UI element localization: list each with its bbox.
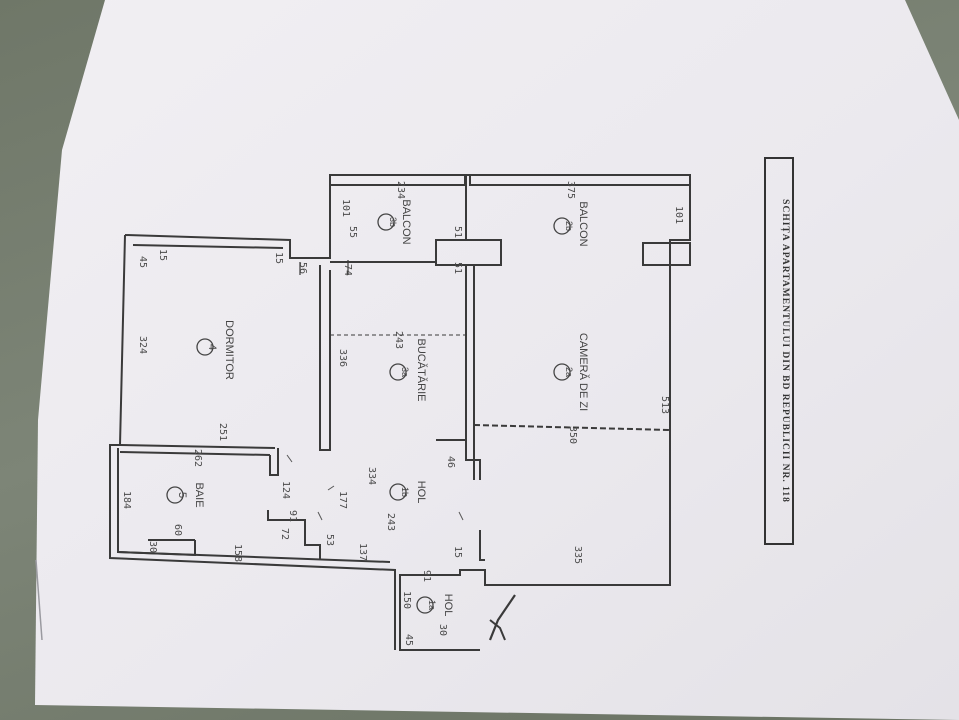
dim-324: 324 xyxy=(137,336,148,354)
dim-15b: 15 xyxy=(157,249,168,261)
dim-55: 55 xyxy=(347,226,358,238)
room-markers xyxy=(166,213,571,614)
dim-101b: 101 xyxy=(673,206,684,224)
dim-150: 150 xyxy=(401,591,412,609)
wall-bath-bottom xyxy=(267,510,321,560)
entry-arrow-2 xyxy=(489,619,506,641)
room-labels: 4 DORMITOR 5 BAIE 3a BUCĂTĂRIE 3b BALCON… xyxy=(176,199,590,616)
room-r1b-name: HOL xyxy=(415,481,427,504)
detail-4 xyxy=(317,511,323,521)
wall-balcon-2b xyxy=(469,174,691,186)
dim-251: 251 xyxy=(217,423,228,441)
room-r3b-name: BALCON xyxy=(400,199,412,244)
wall-left xyxy=(109,234,396,650)
dim-350: 350 xyxy=(567,426,578,444)
dim-243a: 243 xyxy=(393,331,404,349)
dim-335: 335 xyxy=(572,546,583,564)
dim-30b: 30 xyxy=(437,624,448,636)
circle-r3b xyxy=(377,213,395,231)
wall-bedroom-right xyxy=(319,265,331,451)
bath-tub xyxy=(117,540,196,557)
paper-sheet xyxy=(35,0,959,720)
dim-30: 30 xyxy=(147,541,158,553)
dim-45b: 45 xyxy=(137,256,148,268)
detail-2 xyxy=(327,485,335,491)
circle-r1a xyxy=(416,596,434,614)
plan-title: SCHIȚA APARTAMENTULUI DIN BD REPUBLICII … xyxy=(780,199,790,503)
circle-r2a xyxy=(553,363,571,381)
room-r3a-num: 3a xyxy=(400,367,410,377)
dim-137: 137 xyxy=(357,543,368,561)
dim-334: 334 xyxy=(366,467,377,485)
circle-r4 xyxy=(196,338,214,356)
title-box xyxy=(764,157,794,545)
wall-bedroom-bath xyxy=(119,444,276,449)
room-r1a-num: 1a xyxy=(427,600,437,610)
dim-53: 53 xyxy=(324,534,335,546)
dim-45a: 45 xyxy=(403,634,414,646)
dim-72: 72 xyxy=(279,528,290,540)
dim-262: 262 xyxy=(192,449,203,467)
room-r2b-name: BALCON xyxy=(577,201,589,246)
dim-513: 513 xyxy=(659,396,670,414)
pillar-2 xyxy=(642,242,691,266)
dim-15a: 15 xyxy=(452,546,463,558)
room-r4-name: DORMITOR xyxy=(223,320,235,380)
circle-r2b xyxy=(553,217,571,235)
dim-91a: 91 xyxy=(287,510,298,522)
entry-arrow xyxy=(488,594,516,641)
wall-outer xyxy=(124,174,691,651)
room-r1a-name: HOL xyxy=(442,594,454,617)
wall-bath-right xyxy=(269,448,279,476)
room-r5-num: 5 xyxy=(176,492,188,498)
circle-r5 xyxy=(166,486,184,504)
room-r1b-num: 1b xyxy=(400,487,410,497)
wall-living-mid xyxy=(473,424,671,431)
circle-r3a xyxy=(389,363,407,381)
dim-177: 177 xyxy=(337,491,348,509)
room-r3b-num: 3b xyxy=(388,217,398,227)
dim-60: 60 xyxy=(172,524,183,536)
room-r2a-name: CAMERĂ DE ZI xyxy=(577,333,590,411)
room-r5-name: BAIE xyxy=(193,482,205,507)
dim-243b: 243 xyxy=(385,513,396,531)
dimension-labels: 324 336 251 262 184 124 91 72 60 30 158 … xyxy=(121,181,684,646)
room-r3a-name: BUCĂTĂRIE xyxy=(415,339,428,402)
wall-bedroom-bath-2 xyxy=(119,451,271,456)
dim-56: 56 xyxy=(297,262,308,274)
pillar-1 xyxy=(435,239,502,266)
dim-51a: 51 xyxy=(452,226,463,238)
plan-details xyxy=(286,454,464,521)
dim-234: 234 xyxy=(395,181,406,199)
dim-46: 46 xyxy=(445,456,456,468)
dim-91b: 91 xyxy=(421,570,432,582)
detail-3 xyxy=(458,511,464,521)
dim-158: 158 xyxy=(232,544,243,562)
room-r2a-num: 2a xyxy=(564,367,574,377)
dim-15c: 15 xyxy=(273,252,284,264)
floor-plan xyxy=(109,174,691,651)
wall-living-bottom xyxy=(479,530,485,561)
dim-184: 184 xyxy=(121,491,132,509)
room-r4-num: 4 xyxy=(206,344,218,350)
wall-hol-right xyxy=(436,439,481,480)
wall-outer-inner xyxy=(132,244,284,249)
dim-51b: 51 xyxy=(452,262,463,274)
dim-101a: 101 xyxy=(340,199,351,217)
dim-124: 124 xyxy=(280,481,291,499)
dim-336: 336 xyxy=(337,349,348,367)
dim-375: 375 xyxy=(565,181,576,199)
dim-74: 74 xyxy=(342,264,353,276)
circle-r1b xyxy=(389,483,407,501)
detail-1 xyxy=(286,454,293,463)
room-r2b-num: 2b xyxy=(564,221,574,231)
paper-edge-line xyxy=(35,559,43,641)
